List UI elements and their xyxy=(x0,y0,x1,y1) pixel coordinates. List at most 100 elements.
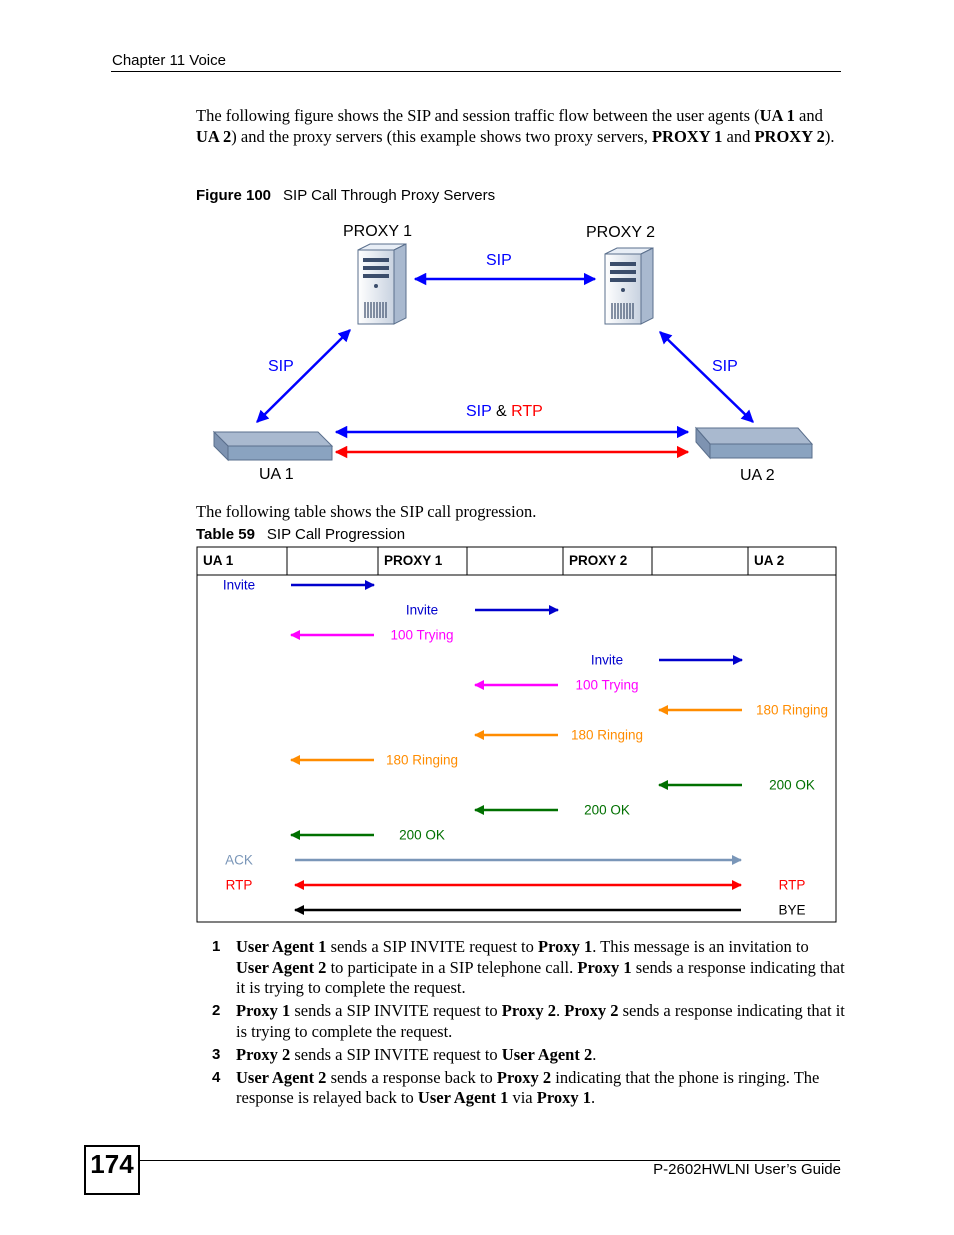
message-row: Invite xyxy=(591,653,744,668)
step-text: sends a SIP INVITE request to xyxy=(290,1044,502,1064)
message-label: 180 Ringing xyxy=(571,728,643,743)
ua2-label: UA 2 xyxy=(740,467,775,484)
message-row: 200 OK xyxy=(473,803,630,818)
message-label: Invite xyxy=(223,578,255,593)
step-text: sends a response back to xyxy=(326,1067,497,1087)
page-number-box xyxy=(84,1145,140,1195)
proxy2-server-icon xyxy=(604,247,654,325)
message-row: 180 Ringing xyxy=(657,703,828,718)
table-grid xyxy=(196,546,837,923)
step-text: indicating that the phone is ringing. Th… xyxy=(236,1067,820,1108)
step-item: 2 Proxy 1 sends a SIP INVITE request to P… xyxy=(210,1001,845,1042)
table-header-row: UA 1 PROXY 1 PROXY 2 UA 2 xyxy=(203,553,784,568)
table-header-cell: UA 2 xyxy=(754,553,784,568)
step-text: to participate in a SIP telephone call. xyxy=(326,957,578,977)
message-label: BYE xyxy=(778,903,805,918)
message-row: 200 OK xyxy=(289,828,445,843)
sip-label-mid: SIP xyxy=(466,403,492,420)
table-header-cell: PROXY 1 xyxy=(384,553,443,568)
message-label: 200 OK xyxy=(584,803,630,818)
intro-text: ) and the proxy servers (this example sh… xyxy=(231,126,652,146)
sip-label-right: SIP xyxy=(712,358,738,375)
step-bold-term: User Agent 1 xyxy=(417,1088,509,1107)
step-bold-term: Proxy 2 xyxy=(496,1067,552,1087)
ua2-device-icon xyxy=(694,426,814,460)
step-text: via xyxy=(508,1088,537,1107)
figure-caption: Figure 100 SIP Call Through Proxy Servers xyxy=(196,187,495,204)
message-row: 200 OK xyxy=(657,778,815,793)
message-label: 180 Ringing xyxy=(756,703,828,718)
message-row: Invite xyxy=(406,603,560,618)
intro-bold-proxy2: PROXY 2 xyxy=(754,126,825,146)
message-row: 180 Ringing xyxy=(473,728,643,743)
step-text: sends a response indicating that it is t… xyxy=(236,1001,845,1041)
intro-bold-ua1: UA 1 xyxy=(759,106,795,125)
step-number: 1 xyxy=(212,938,221,955)
message-row: ACK xyxy=(225,853,743,868)
sip-label-left: SIP xyxy=(268,358,294,375)
ua1-device-icon xyxy=(212,430,334,462)
step-text: . xyxy=(556,1001,565,1020)
intro-bold-proxy1: PROXY 1 xyxy=(651,126,723,146)
sip-arrow-ua1-proxy1 xyxy=(256,329,351,423)
step-text: . xyxy=(592,1044,597,1064)
table-header-cell: PROXY 2 xyxy=(569,553,627,568)
step-bold-term: User Agent 1 xyxy=(236,937,327,956)
amp-label: & xyxy=(492,403,512,420)
header-rule xyxy=(111,71,841,72)
ua1-label: UA 1 xyxy=(259,466,294,483)
step-text: . xyxy=(591,1088,596,1107)
sip-rtp-label: SIP & RTP xyxy=(466,403,543,420)
message-row: 100 Trying xyxy=(289,628,454,643)
intro-text: The following figure shows the SIP and s… xyxy=(196,106,760,125)
message-row: 100 Trying xyxy=(473,678,639,693)
step-number: 4 xyxy=(212,1068,221,1086)
message-label: 180 Ringing xyxy=(386,753,458,768)
message-label: 200 OK xyxy=(399,828,445,843)
sip-proxy-diagram: PROXY 1 PROXY 2 SIP SIP SIP SIP & RTP UA… xyxy=(212,223,814,484)
step-item: 3 Proxy 2 sends a SIP INVITE request to U… xyxy=(210,1045,845,1066)
table-header-cell: UA 1 xyxy=(203,553,234,568)
table-caption: Table 59 SIP Call Progression xyxy=(196,526,405,543)
step-text: sends a SIP INVITE request to xyxy=(290,1001,502,1020)
table-border xyxy=(196,546,837,923)
step-bold-term: User Agent 2 xyxy=(236,957,327,977)
running-header-chapter: Chapter 11 Voice xyxy=(112,52,226,69)
footer-rule xyxy=(140,1160,840,1161)
message-label: ACK xyxy=(225,853,253,868)
message-label: 100 Trying xyxy=(390,628,453,643)
figure-label: Figure 100 xyxy=(196,187,272,204)
intro-paragraph: The following figure shows the SIP and s… xyxy=(196,106,836,147)
message-label: 100 Trying xyxy=(575,678,638,693)
step-bold-term: User Agent 2 xyxy=(501,1044,593,1064)
table-label: Table 59 xyxy=(196,526,255,543)
step-number: 2 xyxy=(212,1002,221,1019)
message-row: BYE xyxy=(293,903,806,918)
rtp-label-mid: RTP xyxy=(511,403,543,420)
table-intro: The following table shows the SIP call p… xyxy=(196,502,537,521)
message-label: Invite xyxy=(591,653,623,668)
figure-title: SIP Call Through Proxy Servers xyxy=(283,187,496,204)
step-bold-term: Proxy 1 xyxy=(577,957,632,977)
sip-label-top: SIP xyxy=(486,252,512,269)
step-bold-term: Proxy 1 xyxy=(236,1001,291,1020)
step-bold-term: Proxy 1 xyxy=(538,937,593,956)
step-bold-term: Proxy 2 xyxy=(236,1044,291,1064)
message-row: 180 Ringing xyxy=(289,753,458,768)
message-label: 200 OK xyxy=(769,778,815,793)
sip-arrow-proxy2-ua2 xyxy=(659,331,754,423)
step-bold-term: Proxy 1 xyxy=(536,1088,591,1107)
step-number: 3 xyxy=(212,1045,221,1063)
step-bold-term: Proxy 2 xyxy=(501,1001,557,1020)
intro-text: ). xyxy=(824,126,835,146)
table-title: SIP Call Progression xyxy=(266,526,406,543)
intro-text: and xyxy=(794,106,823,125)
message-label-right: RTP xyxy=(779,878,806,893)
step-bold-term: Proxy 2 xyxy=(564,1001,619,1020)
